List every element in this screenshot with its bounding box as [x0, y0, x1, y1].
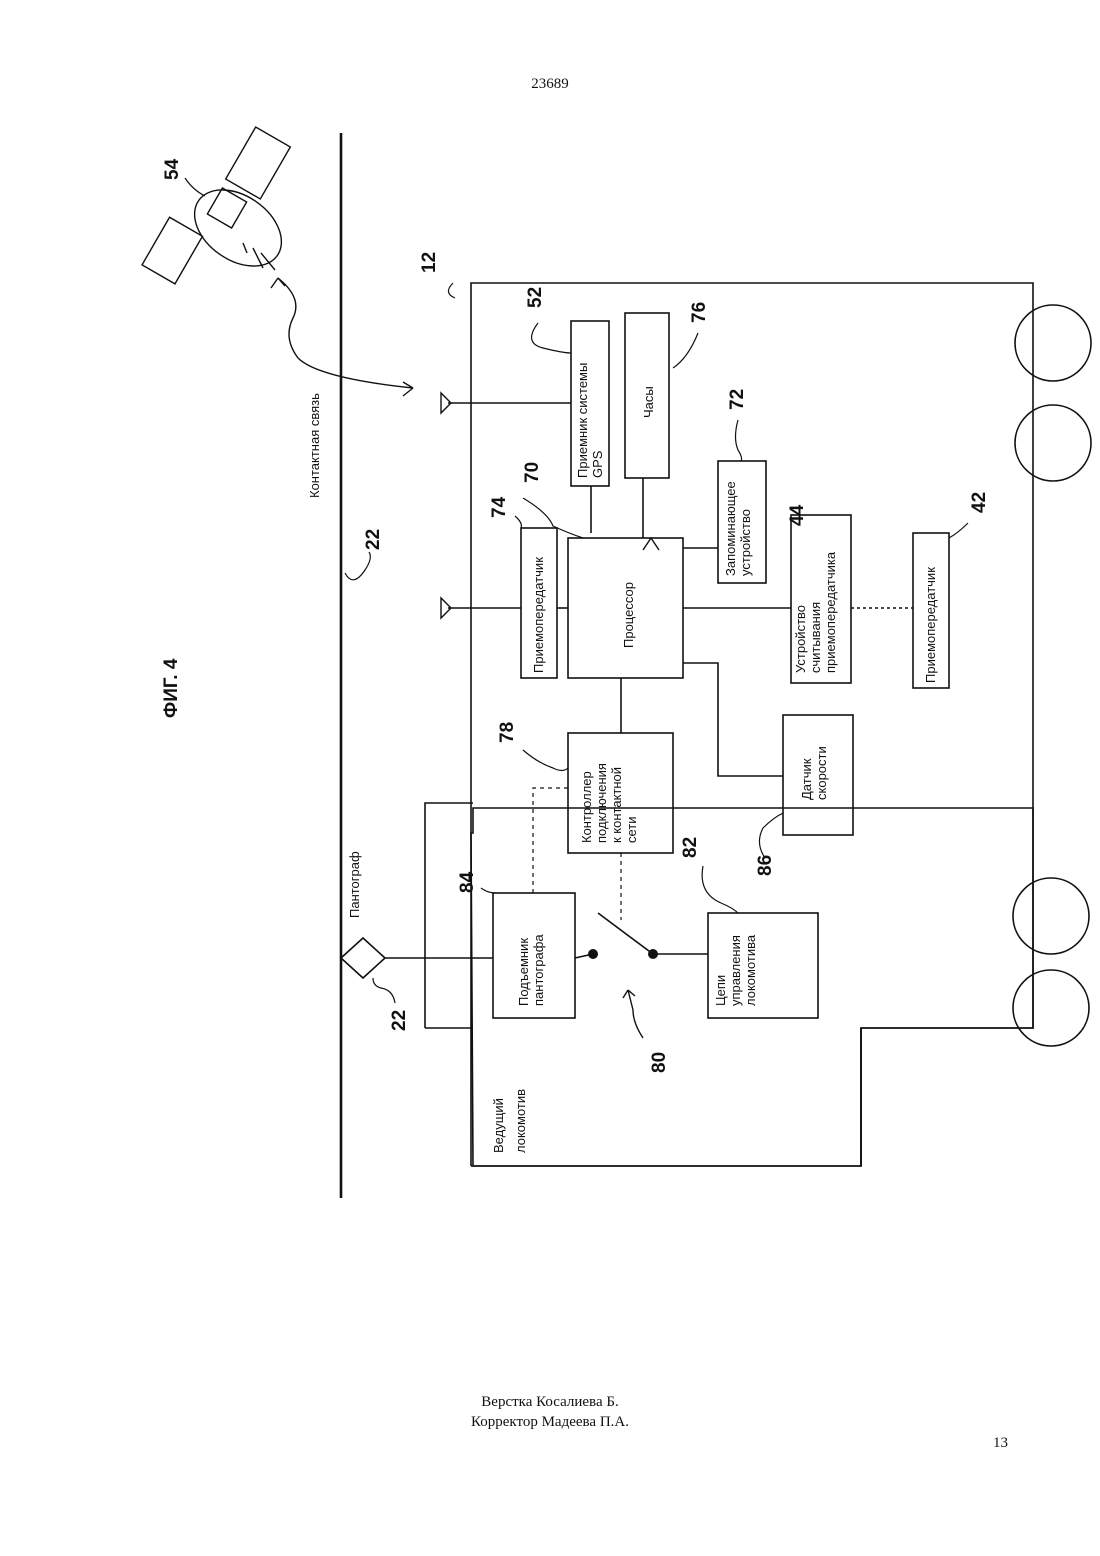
- speed-label: Датчик скорости: [799, 746, 829, 800]
- ref-satellite-leader: [185, 178, 205, 196]
- credits-corrector: Корректор Мадеева П.А.: [0, 1412, 1100, 1432]
- ref-controller-leader: [523, 750, 568, 771]
- ref-memory: 72: [727, 389, 748, 410]
- switch-blade: [598, 913, 653, 954]
- ref-pantograph: 22: [389, 1010, 410, 1031]
- wire-processor-speed: [683, 663, 783, 776]
- pantograph: [341, 938, 385, 978]
- external-transceiver-label: Приемопередатчик: [923, 567, 938, 683]
- locomotive-body: [471, 283, 1033, 1166]
- ref-control: 82: [680, 837, 701, 858]
- ref-speed-leader: [759, 813, 783, 858]
- ref-gps: 52: [525, 287, 546, 308]
- ref-control-leader: [702, 866, 738, 913]
- ref-lifter: 84: [457, 871, 478, 893]
- ref-locomotive: 12: [419, 252, 440, 273]
- satellite-icon: [142, 127, 296, 284]
- ref-satellite: 54: [162, 158, 183, 180]
- processor-clock-mark: [643, 538, 659, 550]
- contact-line-label: Контактная связь: [307, 393, 322, 498]
- ref-reader: 44: [787, 504, 808, 526]
- credits-layout: Верстка Косалиева Б.: [0, 1392, 1100, 1412]
- ref-controller: 78: [497, 722, 518, 743]
- ref-processor: 70: [522, 462, 543, 483]
- clock-label: Часы: [641, 386, 656, 418]
- ref-clock-leader: [673, 333, 698, 368]
- pantograph-label: Пантограф: [347, 851, 362, 918]
- ref-clock: 76: [689, 302, 710, 323]
- ref-transceiver-leader: [515, 516, 521, 528]
- ref-memory-leader: [736, 420, 742, 461]
- ref-gps-leader: [532, 323, 571, 353]
- reader-label: Устройство считывания приемопередатчика: [793, 551, 838, 673]
- ref-line: 22: [363, 529, 384, 550]
- wheel-front-1: [1013, 970, 1089, 1046]
- wire-controller-lifter-dashed: [533, 788, 568, 893]
- ref-external-transceiver-leader: [949, 523, 968, 538]
- ref-external-transceiver: 42: [969, 492, 990, 513]
- wheel-rear-2: [1015, 305, 1091, 381]
- ref-locomotive-leader: [448, 283, 455, 298]
- ref-switch: 80: [649, 1052, 670, 1073]
- transceiver-label: Приемопередатчик: [531, 557, 546, 673]
- ref-transceiver: 74: [489, 496, 510, 518]
- credits: Верстка Косалиева Б. Корректор Мадеева П…: [0, 1392, 1100, 1432]
- satellite-link: [278, 278, 413, 388]
- ref-pantograph-leader: [373, 978, 395, 1003]
- locomotive-label: Ведущий локомотив: [491, 1089, 528, 1153]
- page-number: 13: [968, 1435, 1008, 1452]
- memory-label: Запоминающее устройство: [723, 478, 753, 576]
- control-label: Цепи управления локомотива: [713, 931, 758, 1006]
- satellite-link-arrow-top: [271, 278, 285, 288]
- figure-title: ФИГ. 4: [161, 658, 182, 718]
- ref-line-leader: [345, 552, 370, 580]
- ref-switch-arrow: [623, 990, 643, 1038]
- wheel-rear-1: [1015, 405, 1091, 481]
- locomotive-step: [425, 803, 473, 1028]
- gps-label: Приемник системы GPS: [575, 359, 605, 478]
- processor-label: Процессор: [621, 582, 636, 648]
- satellite-link-arrow-bottom: [403, 382, 413, 396]
- ref-speed: 86: [755, 855, 776, 876]
- wheel-front-2: [1013, 878, 1089, 954]
- ref-processor-leader: [523, 498, 583, 538]
- lifter-label: Подъемник пантографа: [516, 934, 546, 1006]
- controller-label: Контроллер подключения к контактной сети: [579, 759, 639, 843]
